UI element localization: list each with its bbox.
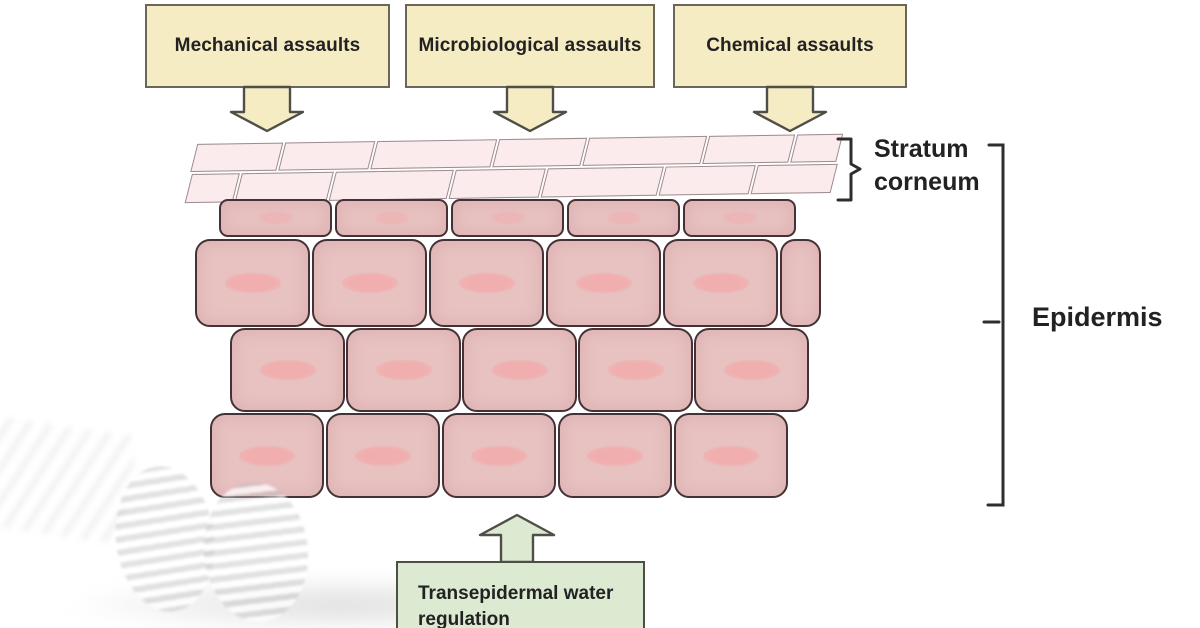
corneocyte-cell bbox=[448, 168, 546, 199]
shadow-streaks bbox=[0, 415, 137, 545]
keratinocyte-cell bbox=[578, 328, 693, 412]
keratinocyte-cell bbox=[230, 328, 345, 412]
stratum-corneum-brace bbox=[836, 137, 862, 202]
cell-nucleus bbox=[375, 360, 432, 380]
keratinocyte-cell bbox=[451, 199, 564, 237]
microbiological-assaults-label: Microbiological assaults bbox=[418, 35, 642, 56]
cell-nucleus bbox=[703, 445, 759, 466]
keratinocyte-cell bbox=[219, 199, 332, 237]
keratinocyte-cell bbox=[546, 239, 661, 327]
cell-nucleus bbox=[575, 273, 632, 293]
down-arrow-icon bbox=[229, 85, 305, 133]
up-arrow-icon bbox=[478, 513, 556, 564]
cell-nucleus bbox=[722, 211, 757, 225]
transepidermal-water-regulation-label: Transepidermal water regulation bbox=[418, 583, 614, 628]
cell-nucleus bbox=[692, 273, 749, 293]
keratinocyte-cell bbox=[346, 328, 461, 412]
microbiological-assaults-box: Microbiological assaults bbox=[405, 4, 655, 88]
down-arrow-icon bbox=[752, 85, 828, 133]
down-arrow-icon bbox=[492, 85, 568, 133]
cell-nucleus bbox=[606, 211, 641, 225]
keratinocyte-cell bbox=[312, 239, 427, 327]
keratinocyte-cell bbox=[558, 413, 672, 498]
chemical-assaults-box: Chemical assaults bbox=[673, 4, 907, 88]
corneocyte-cell bbox=[658, 165, 756, 196]
cell-nucleus bbox=[587, 445, 643, 466]
epidermis-label: Epidermis bbox=[1032, 302, 1163, 332]
cell-nucleus bbox=[458, 273, 515, 293]
cell-nucleus bbox=[239, 445, 295, 466]
epidermis-bracket bbox=[982, 143, 1005, 507]
corneocyte-cell bbox=[492, 137, 588, 168]
keratinocyte-cell bbox=[442, 413, 556, 498]
corneocyte-cell bbox=[278, 141, 376, 171]
corneocyte-cell bbox=[234, 171, 334, 203]
keratinocyte-cell bbox=[780, 239, 821, 327]
cell-nucleus bbox=[355, 445, 411, 466]
stratum-corneum-label: Stratum corneum bbox=[874, 135, 980, 196]
cell-nucleus bbox=[224, 273, 281, 293]
cell-nucleus bbox=[471, 445, 527, 466]
keratinocyte-cell bbox=[683, 199, 796, 237]
mechanical-assaults-label: Mechanical assaults bbox=[174, 35, 361, 56]
chemical-assaults-label: Chemical assaults bbox=[706, 35, 874, 56]
cell-nucleus bbox=[341, 273, 398, 293]
watermark-left-lobe bbox=[107, 460, 223, 618]
cell-nucleus bbox=[607, 360, 664, 380]
cell-nucleus bbox=[374, 211, 409, 225]
stratum-corneum-layer bbox=[184, 133, 844, 204]
keratinocyte-cell bbox=[674, 413, 788, 498]
cell-nucleus bbox=[259, 360, 316, 380]
mechanical-assaults-box: Mechanical assaults bbox=[145, 4, 390, 88]
keratinocyte-cell bbox=[335, 199, 448, 237]
watermark-right-lobe bbox=[198, 477, 314, 627]
keratinocyte-cell bbox=[694, 328, 809, 412]
keratinocyte-cell bbox=[663, 239, 778, 327]
keratinocyte-cell bbox=[210, 413, 324, 498]
cell-nucleus bbox=[491, 360, 548, 380]
transepidermal-water-regulation-box: Transepidermal water regulation bbox=[396, 561, 645, 628]
corneocyte-cell bbox=[328, 169, 454, 201]
corneocyte-cell bbox=[540, 166, 664, 198]
corneocyte-cell bbox=[370, 139, 498, 170]
corneocyte-cell bbox=[702, 134, 796, 164]
corneocyte-cell bbox=[750, 163, 838, 195]
keratinocyte-cell bbox=[195, 239, 310, 327]
keratinocyte-cell bbox=[429, 239, 544, 327]
cell-nucleus bbox=[258, 211, 293, 225]
keratinocyte-cell bbox=[462, 328, 577, 412]
keratinocyte-cell bbox=[326, 413, 440, 498]
cell-nucleus bbox=[723, 360, 780, 380]
cell-nucleus bbox=[490, 211, 525, 225]
keratinocyte-cell bbox=[567, 199, 680, 237]
corneocyte-cell bbox=[190, 142, 284, 173]
corneocyte-cell bbox=[582, 135, 708, 166]
